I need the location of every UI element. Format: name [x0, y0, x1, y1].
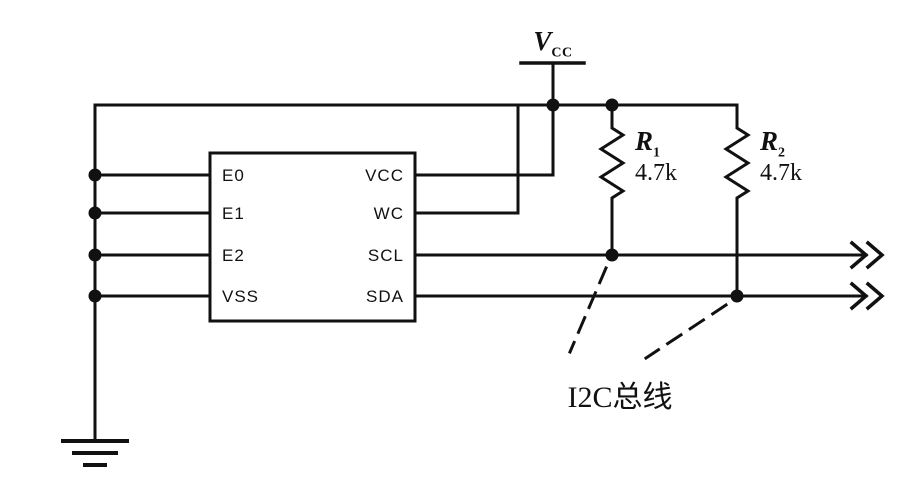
junction-dot [88, 289, 102, 303]
resistor-r2-symbol: R [760, 126, 779, 156]
pin-label-scl: SCL [367, 246, 404, 265]
scl-bus-arrow-icon [849, 240, 885, 270]
vcc-pin-wire [413, 103, 555, 177]
wc-pin-wire [413, 103, 520, 215]
junction-dot [730, 289, 744, 303]
pin-label-sda: SDA [366, 287, 404, 306]
junction-dot [546, 98, 560, 112]
chip-body [208, 151, 417, 323]
junction-dot [88, 168, 102, 182]
sda-bus-arrow-icon [849, 281, 885, 311]
junction-dots [88, 98, 744, 303]
resistor-r2 [723, 103, 751, 298]
bus-callout-dashed-lines [568, 266, 729, 361]
pin-label-vss: VSS [222, 287, 260, 306]
pin-label-e2: E2 [222, 246, 245, 265]
junction-dot [88, 248, 102, 262]
junction-dot [88, 206, 102, 220]
resistor-r1-symbol: R [635, 126, 654, 156]
pin-label-wc: WC [373, 204, 404, 223]
resistor-r1 [598, 103, 626, 257]
resistor-r2-label: R2 [760, 126, 786, 161]
junction-dot [605, 98, 619, 112]
ground-symbol [61, 439, 129, 467]
power-symbol: V [533, 26, 552, 56]
resistor-r1-subscript: 1 [653, 145, 661, 161]
resistor-r1-label: R1 [635, 126, 661, 161]
pin-label-vcc: VCC [365, 166, 404, 185]
pin-label-e0: E0 [222, 166, 245, 185]
power-subscript: CC [551, 45, 573, 61]
power-rail-label: VCC [518, 26, 588, 61]
resistor-r1-value: 4.7k [635, 160, 677, 186]
i2c-bus-label: I2C总线 [567, 381, 673, 414]
resistor-r2-value: 4.7k [760, 160, 802, 186]
resistor-r2-subscript: 2 [778, 145, 786, 161]
junction-dot [605, 248, 619, 262]
pin-label-e1: E1 [222, 204, 245, 223]
